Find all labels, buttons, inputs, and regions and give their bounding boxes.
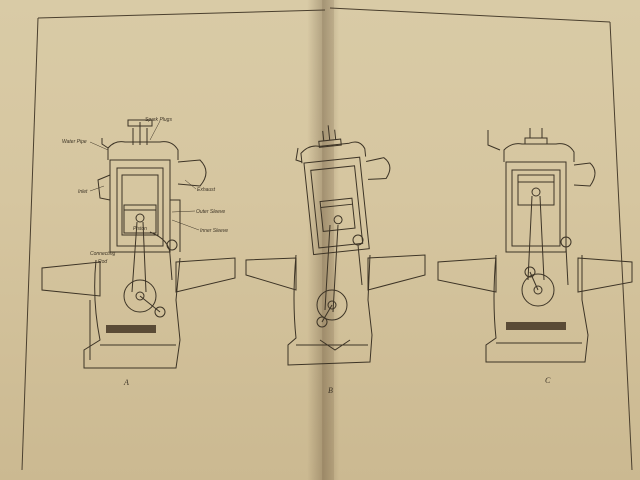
label-spark-plugs: Spark Plugs xyxy=(145,117,172,123)
caption-b: B xyxy=(328,386,333,395)
engine-c-drawing xyxy=(437,128,633,363)
label-water-pipe: Water Pipe xyxy=(62,139,87,145)
label-connecting: Connecting xyxy=(90,251,116,257)
engine-a-drawing xyxy=(41,119,236,369)
label-piston: Piston xyxy=(133,226,147,232)
caption-a: A xyxy=(123,378,129,387)
engine-b-drawing xyxy=(245,125,426,366)
label-inner-sleeve: Inner Sleeve xyxy=(200,228,228,234)
caption-c: C xyxy=(545,376,551,385)
label-outer-sleeve: Outer Sleeve xyxy=(196,209,225,215)
label-inlet: Inlet xyxy=(78,189,88,195)
label-exhaust: Exhaust xyxy=(197,187,216,193)
label-rod: Rod xyxy=(98,259,107,265)
